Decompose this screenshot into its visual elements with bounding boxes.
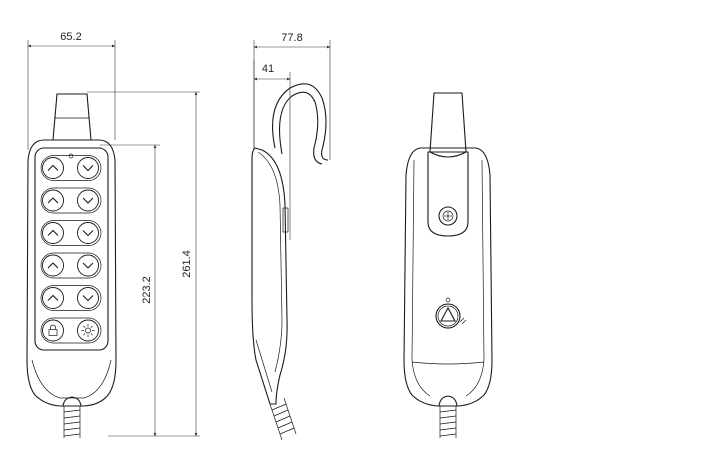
- chevron-down-button[interactable]: [77, 157, 99, 179]
- chevron-up-icon: [47, 294, 59, 301]
- chevron-up-icon: [47, 197, 59, 204]
- chevron-up-button[interactable]: [42, 254, 64, 277]
- chevron-down-button[interactable]: [77, 287, 99, 309]
- front-top-holder: [52, 93, 92, 141]
- chevron-down-icon: [82, 165, 94, 172]
- button-row-frame: [40, 155, 102, 181]
- side-view: [251, 83, 329, 441]
- button-row-frame: [40, 317, 102, 344]
- dim-front-total-height: 261.4: [181, 250, 193, 278]
- front-led-dot: [68, 153, 74, 159]
- chevron-down-icon: [82, 197, 94, 204]
- chevron-up-button[interactable]: [42, 189, 64, 212]
- side-cable: [269, 397, 297, 441]
- back-body-outline: [403, 147, 493, 407]
- side-hook: [272, 83, 329, 161]
- chevron-up-button[interactable]: [42, 287, 64, 309]
- dim-side-hook: 41: [262, 63, 274, 75]
- warning-triangle-icon: [435, 297, 467, 329]
- front-cable: [62, 396, 82, 438]
- back-clip-plate: [427, 151, 469, 237]
- chevron-down-icon: [82, 230, 94, 237]
- back-top-holder: [429, 92, 467, 158]
- chevron-down-button[interactable]: [77, 222, 99, 244]
- side-clip: [282, 207, 289, 233]
- front-view: [26, 93, 117, 438]
- lock-button[interactable]: [42, 319, 64, 342]
- button-row-frame: [40, 187, 102, 214]
- screw-icon: [438, 206, 458, 226]
- dim-front-panel-height: 223.2: [141, 276, 153, 304]
- chevron-down-icon: [82, 262, 94, 269]
- button-row-frame: [40, 220, 102, 246]
- button-row-frame: [40, 285, 102, 311]
- chevron-up-button[interactable]: [42, 157, 64, 179]
- front-dimensions: 65.2 223.2 261.4: [27, 31, 200, 437]
- chevron-up-button[interactable]: [42, 222, 64, 244]
- lock-icon: [48, 324, 58, 336]
- back-view: [403, 92, 493, 438]
- button-row-frame: [40, 252, 102, 279]
- front-keypad-panel: [34, 147, 109, 351]
- chevron-up-icon: [47, 229, 59, 236]
- chevron-up-icon: [47, 262, 59, 269]
- side-dimensions: 77.8 41: [253, 32, 331, 240]
- front-body-outline: [26, 139, 117, 407]
- back-cable: [438, 395, 458, 438]
- front-button-grid: [40, 155, 102, 344]
- side-body-outline: [251, 147, 288, 405]
- dim-side-width: 77.8: [281, 32, 302, 44]
- chevron-down-icon: [82, 295, 94, 302]
- light-button[interactable]: [77, 319, 99, 342]
- chevron-up-icon: [47, 164, 59, 171]
- light-icon: [81, 324, 95, 337]
- dim-front-width: 65.2: [60, 31, 81, 43]
- chevron-down-button[interactable]: [77, 189, 99, 212]
- chevron-down-button[interactable]: [77, 254, 99, 277]
